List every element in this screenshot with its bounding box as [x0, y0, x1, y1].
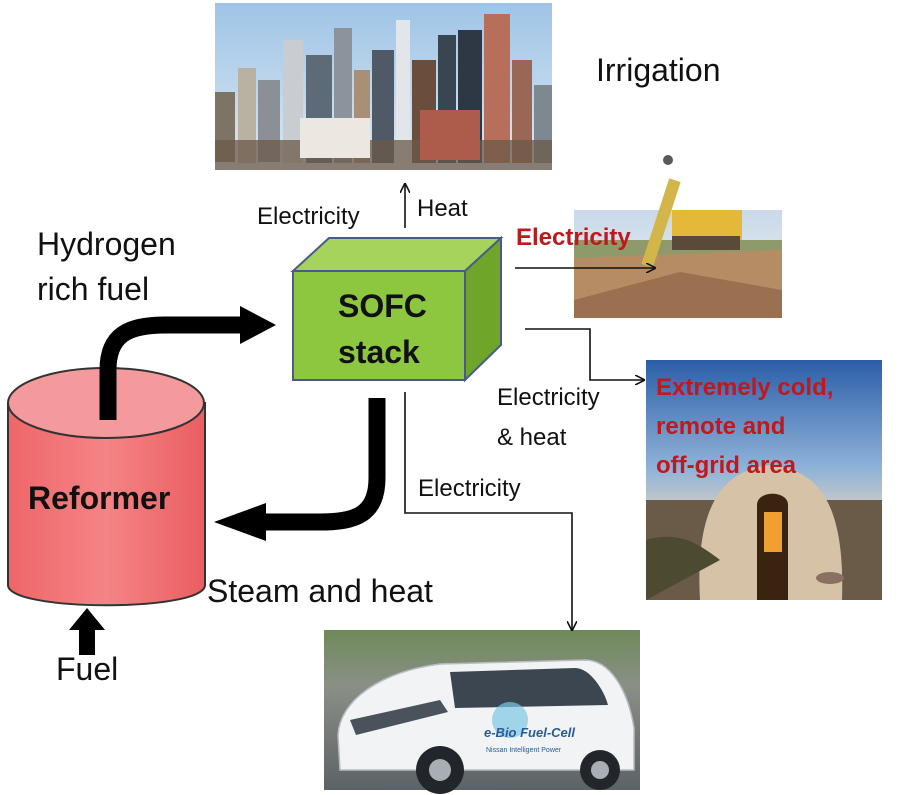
electricity-heat-arrow	[525, 328, 644, 380]
hydrogen-fuel-arrow	[99, 306, 276, 420]
cold-area-caption-line1: Extremely cold,	[656, 374, 834, 401]
sofc-label-line1: SOFC	[338, 288, 427, 324]
fuel-input-arrow	[69, 608, 105, 655]
electricity-irrigation-label: Electricity	[516, 224, 631, 251]
fuel-label: Fuel	[56, 651, 119, 687]
cold-area-caption-line3: off-grid area	[656, 452, 797, 479]
fuel-cell-car-photo: e-Bio Fuel-Cell Nissan Intelligent Power	[324, 630, 640, 794]
heat-up-label: Heat	[417, 195, 468, 222]
reformer-label: Reformer	[28, 480, 171, 516]
sofc-stack-cube	[290, 235, 504, 383]
steam-heat-label: Steam and heat	[207, 573, 433, 609]
hydrogen-fuel-label-line1: Hydrogen	[37, 226, 176, 262]
electricity-car-arrow	[404, 392, 572, 630]
electricity-heat-label-line1: Electricity	[497, 384, 600, 411]
car-decal-text: e-Bio Fuel-Cell	[484, 725, 575, 740]
electricity-heat-label-line2: & heat	[497, 424, 567, 451]
city-skyline-photo	[215, 3, 552, 170]
hydrogen-fuel-label-line2: rich fuel	[37, 271, 150, 307]
electricity-up-label: Electricity	[257, 203, 360, 230]
steam-heat-arrow	[214, 398, 386, 541]
cold-remote-area-photo	[646, 360, 882, 600]
cold-area-caption-line2: remote and	[656, 413, 786, 440]
car-subdecal-text: Nissan Intelligent Power	[486, 747, 562, 754]
irrigation-field-photo	[574, 155, 782, 318]
electricity-car-label: Electricity	[418, 475, 521, 502]
irrigation-label: Irrigation	[596, 52, 721, 88]
sofc-label-line2: stack	[338, 334, 420, 370]
